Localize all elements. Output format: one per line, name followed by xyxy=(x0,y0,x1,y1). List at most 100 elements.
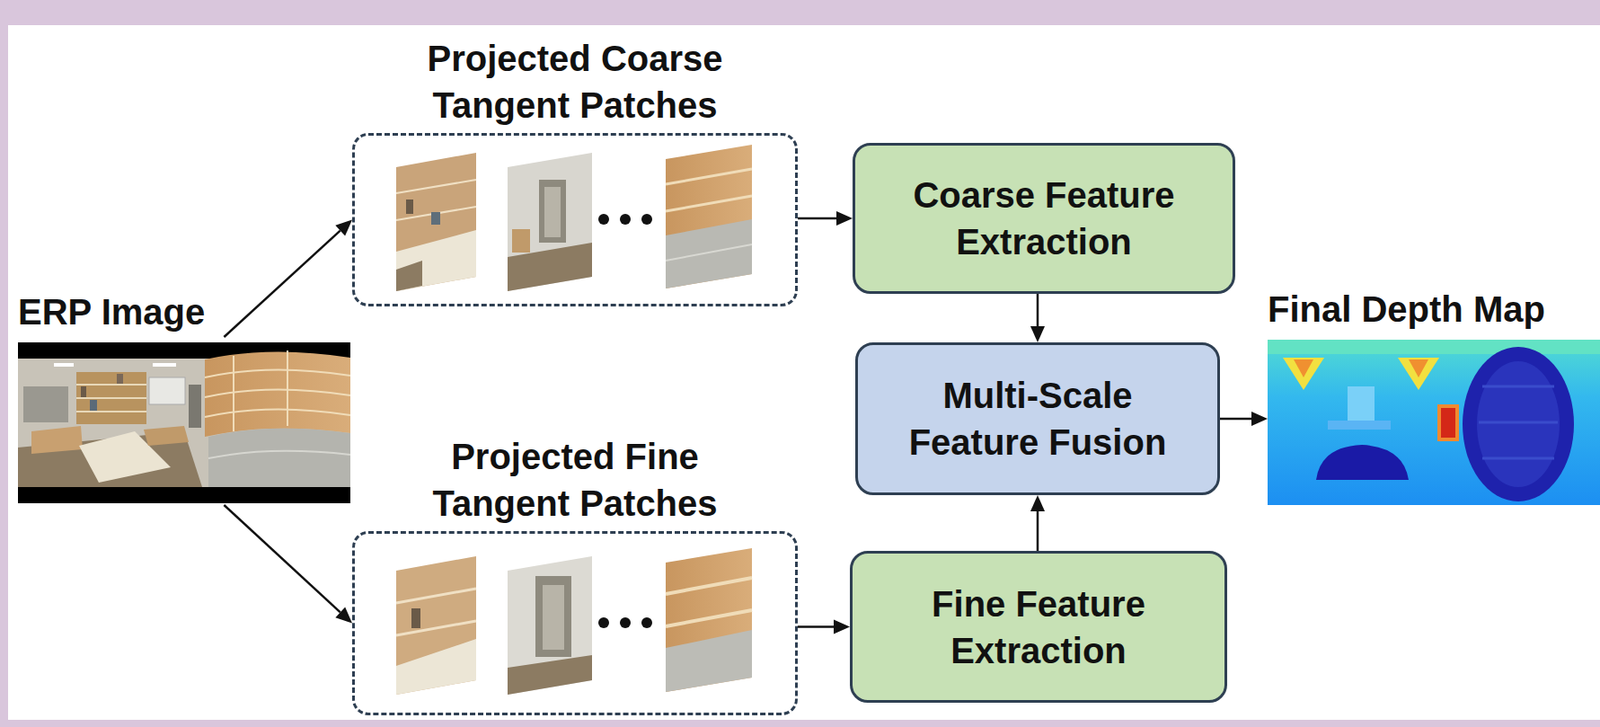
erp-panorama-part xyxy=(208,450,351,459)
coarse-patch-images-part xyxy=(539,179,566,243)
fine-patch-images-part xyxy=(411,608,421,628)
depth-map-image-part xyxy=(1476,361,1560,487)
arrow-head xyxy=(1251,411,1268,426)
erp-panorama-part xyxy=(232,355,235,432)
box-label: Coarse Feature Extraction xyxy=(889,171,1200,266)
arrow-line xyxy=(797,217,837,221)
erp-panorama-part xyxy=(23,386,69,423)
erp-panorama-part xyxy=(286,350,289,426)
fine-patch-images-part xyxy=(665,577,752,594)
coarse-patch-images-part xyxy=(598,213,610,225)
depth-map-image-part xyxy=(1397,357,1440,390)
fine-patch-images-part xyxy=(396,638,477,695)
fine-patch-images-part xyxy=(665,609,752,627)
coarse-patch-images-part xyxy=(406,199,414,214)
depth-map-image-part xyxy=(1282,357,1325,390)
depth-map-image-part xyxy=(1347,386,1375,423)
depth-map-image-part xyxy=(1327,420,1391,430)
heading-label: Projected Coarse Tangent Patches xyxy=(413,35,737,129)
fine-patch-images-part xyxy=(665,548,752,692)
coarse-patch-images-part xyxy=(665,144,752,289)
fine-patch-images-part xyxy=(598,617,610,628)
erp-panorama-part xyxy=(116,373,124,384)
erp-panorama xyxy=(17,342,351,504)
depth-map-image-part xyxy=(1316,444,1409,480)
process-box: Fine Feature Extraction xyxy=(849,550,1228,703)
flow-arrow xyxy=(1030,293,1045,343)
fine-patch-images xyxy=(396,548,752,695)
erp-panorama-part xyxy=(188,384,202,428)
flow-arrow xyxy=(797,211,853,226)
arrow-line xyxy=(1036,511,1040,551)
fine-patch-images-part xyxy=(507,556,593,695)
coarse-patch-images-part xyxy=(396,229,477,292)
coarse-patch-images-part xyxy=(619,213,631,225)
fine-patch-images-part xyxy=(665,629,752,692)
depth-map-image-part xyxy=(1462,346,1574,502)
coarse-patch-images-part xyxy=(665,195,752,212)
erp-panorama-part xyxy=(76,383,147,386)
heading-label: Final Depth Map xyxy=(1267,285,1546,333)
coarse-patch-images-part xyxy=(396,260,423,292)
patch-group: Projected Fine Tangent Patches xyxy=(352,530,798,716)
erp-panorama-part xyxy=(204,351,351,437)
patch-group: Projected Coarse Tangent Patches xyxy=(352,132,798,307)
coarse-patch-images-part xyxy=(641,213,653,225)
coarse-patch-images-part xyxy=(665,219,752,289)
depth-map-image-part xyxy=(1408,359,1429,378)
depth-map-image-part xyxy=(1478,421,1558,425)
flow-arrow xyxy=(797,619,850,635)
coarse-patch-images-part xyxy=(396,152,477,292)
coarse-patch-images-part xyxy=(507,152,593,292)
coarse-patch-images-part xyxy=(431,212,441,225)
coarse-patch-images-part xyxy=(665,168,752,185)
arrow-head xyxy=(833,619,850,635)
process-box: Coarse Feature Extraction xyxy=(852,142,1236,294)
depth-map-image-part xyxy=(1482,385,1555,389)
depth-map-image-part xyxy=(1267,339,1600,354)
fine-patch-images-part xyxy=(507,654,593,695)
arrow-head xyxy=(335,606,353,623)
depth-map-image xyxy=(1267,339,1600,505)
erp-panorama-part xyxy=(152,362,177,367)
erp-panorama-part xyxy=(80,386,87,398)
erp-panorama-part xyxy=(204,369,351,378)
output-image: Final Depth Map xyxy=(1267,339,1600,505)
arrow-head xyxy=(1030,326,1045,343)
erp-panorama-part xyxy=(208,428,351,487)
depth-map-image-part xyxy=(1267,339,1600,505)
heading-label: Projected Fine Tangent Patches xyxy=(413,433,737,527)
erp-panorama-part xyxy=(149,377,186,405)
coarse-patch-images xyxy=(396,144,752,292)
erp-panorama-part xyxy=(31,425,83,454)
erp-panorama-part xyxy=(204,388,351,398)
flow-arrow xyxy=(1219,411,1268,426)
erp-panorama-part xyxy=(204,408,351,417)
erp-panorama-part xyxy=(76,397,147,399)
arrow-line xyxy=(223,504,340,612)
arrow-line xyxy=(1036,293,1040,327)
arrow-line xyxy=(223,230,340,337)
fusion-box: Multi-Scale Feature Fusion xyxy=(855,342,1220,496)
fine-patch-images-part xyxy=(542,584,565,650)
fine-patch-images-part xyxy=(619,617,631,628)
coarse-patch-images-part xyxy=(396,179,477,194)
fine-patch-images-part xyxy=(396,620,477,636)
flow-arrow xyxy=(1030,495,1045,551)
flow-arrow xyxy=(223,504,353,624)
box-label: Multi-Scale Feature Fusion xyxy=(883,371,1194,466)
fine-patch-images-part xyxy=(535,575,572,657)
coarse-patch-images-part xyxy=(544,186,561,238)
box-label: Fine Feature Extraction xyxy=(883,580,1194,674)
arrow-line xyxy=(797,625,834,628)
erp-panorama-part xyxy=(89,399,98,411)
arrow-head xyxy=(335,220,353,237)
fine-patch-images-part xyxy=(396,556,477,695)
coarse-patch-images-part xyxy=(512,229,531,253)
depth-map-image-part xyxy=(1482,457,1555,460)
erp-panorama-part xyxy=(76,371,147,425)
input-image: ERP Image xyxy=(17,342,351,504)
